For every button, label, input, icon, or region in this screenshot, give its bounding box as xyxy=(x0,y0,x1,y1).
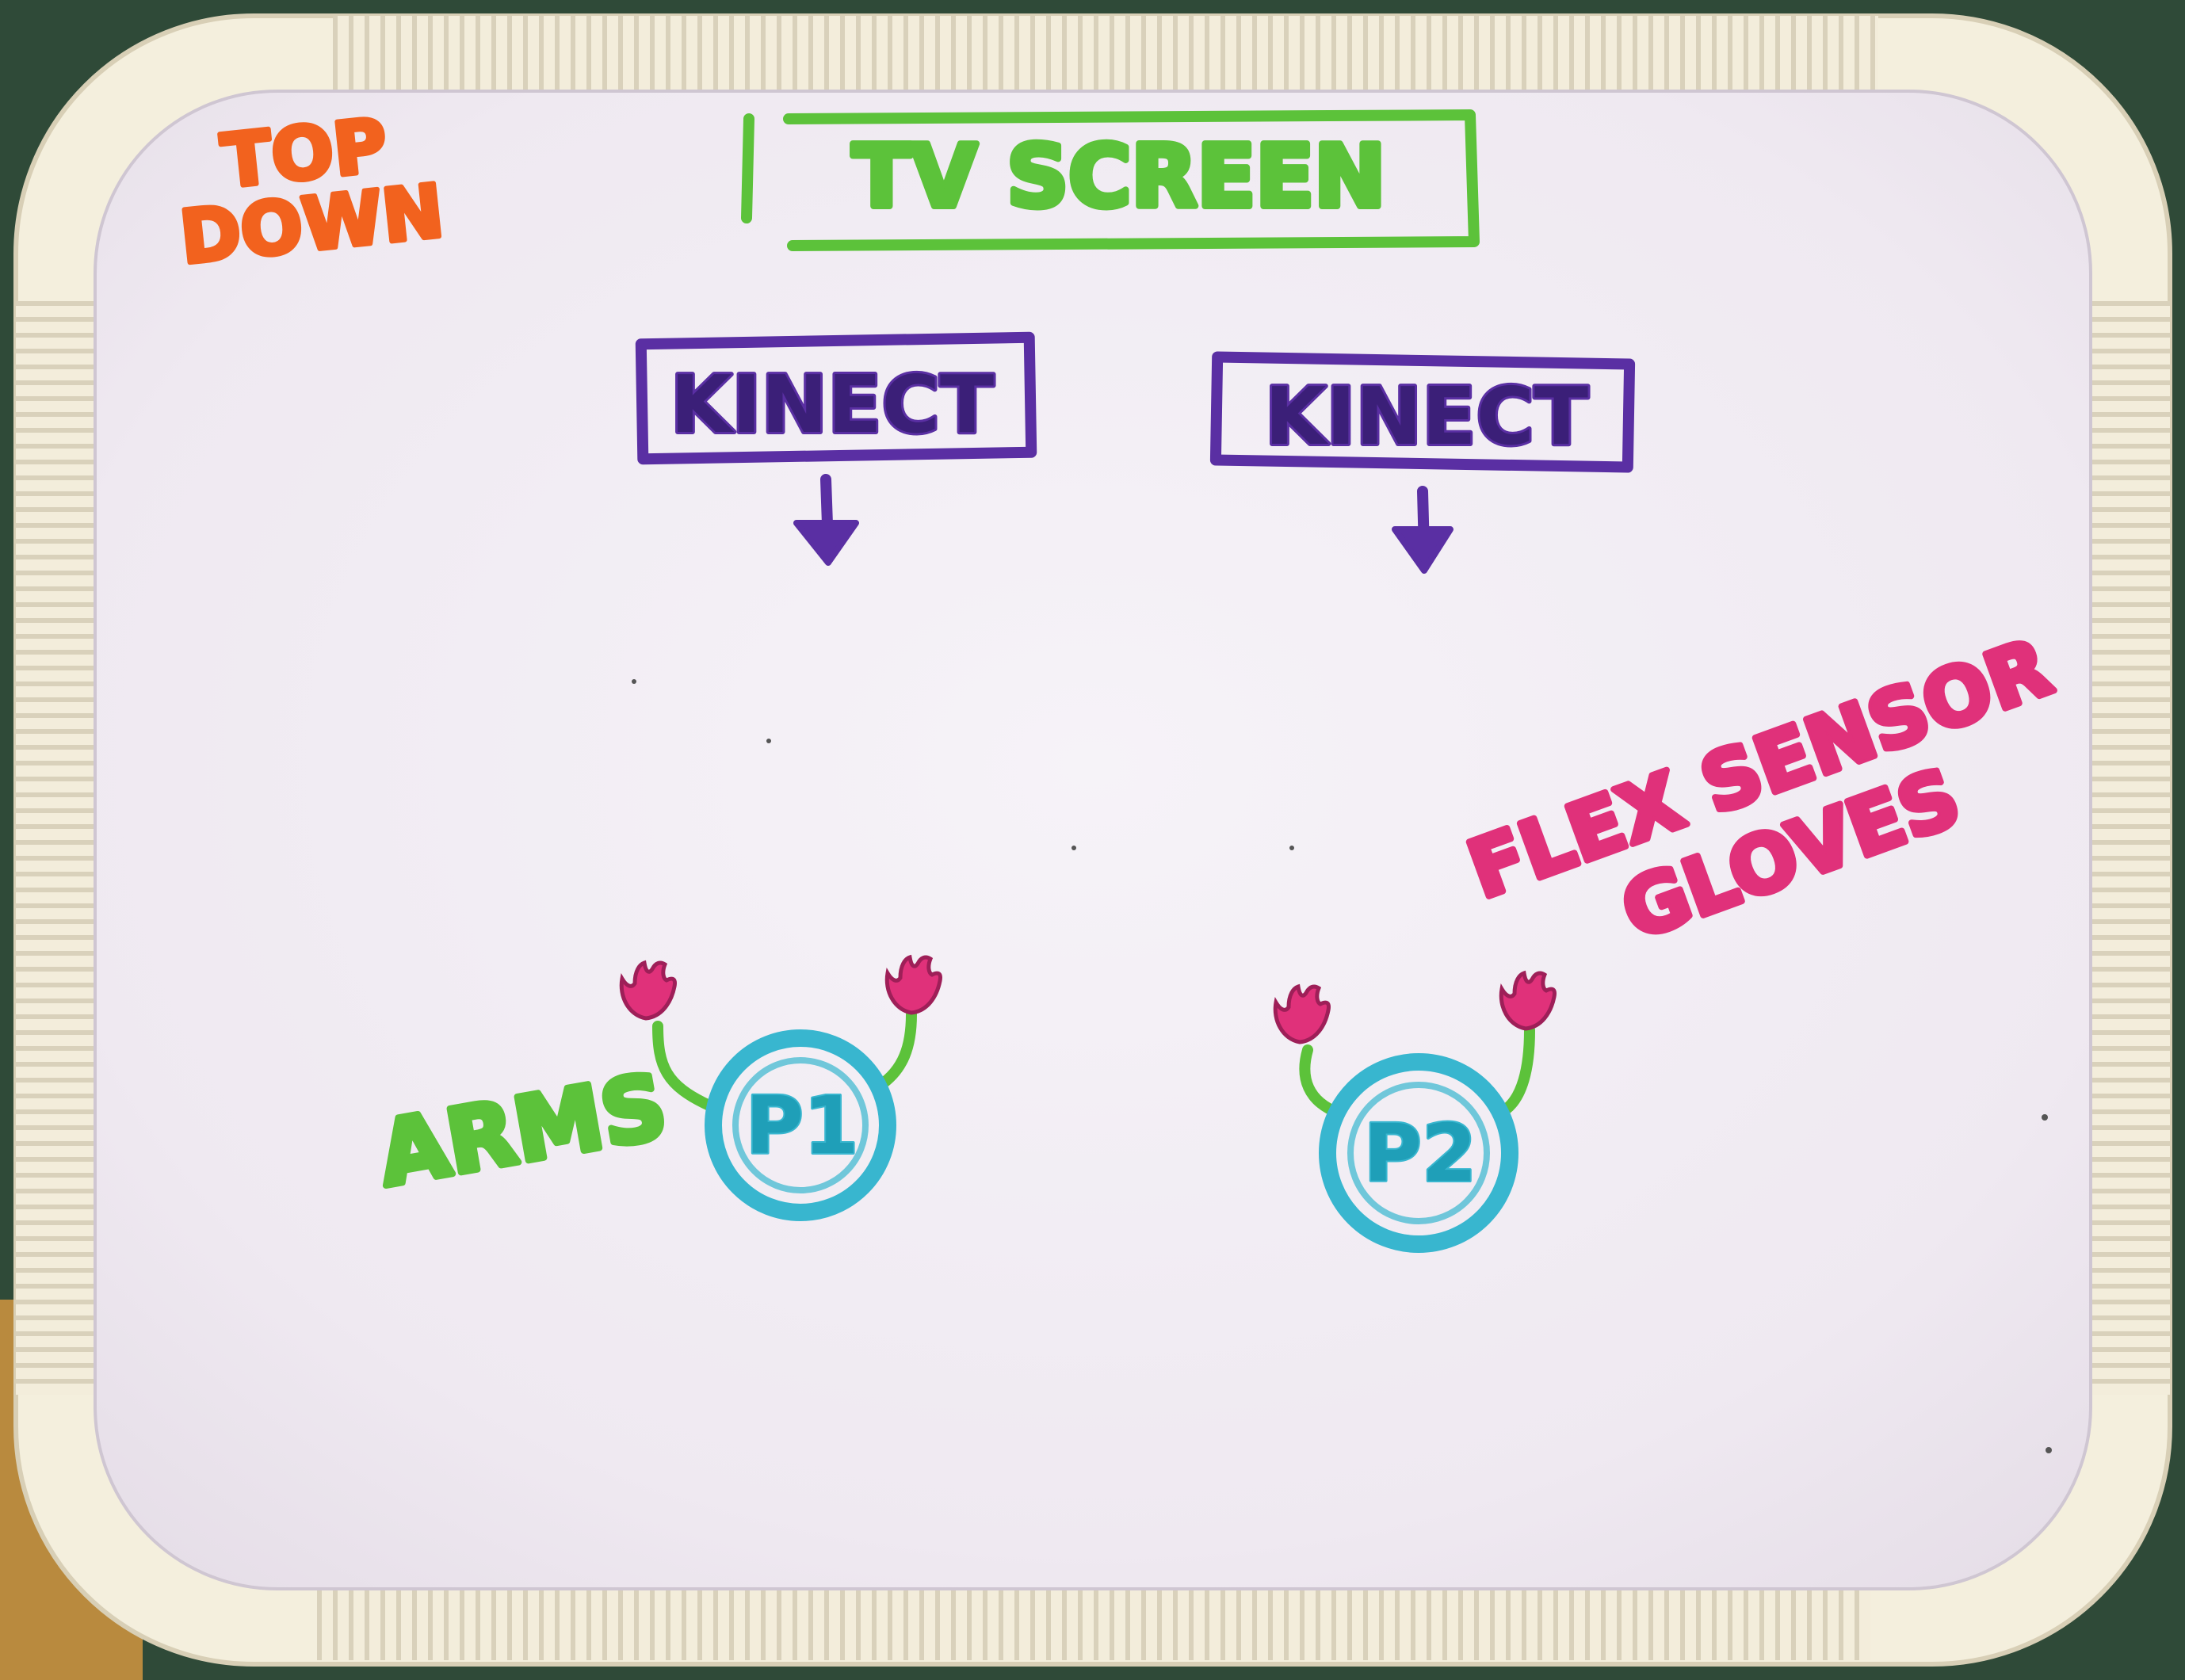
frame-ribs-bottom xyxy=(317,1585,1870,1660)
tv-screen-label: TV SCREEN xyxy=(853,128,1386,227)
kinect-right-box xyxy=(1209,351,1636,473)
player-1-left-arm xyxy=(652,1021,715,1111)
kinect-right: KINECT xyxy=(1209,351,1636,574)
note-text-line: TOP xyxy=(218,103,391,204)
board-specks xyxy=(632,679,2052,1453)
tv-screen: TV SCREEN xyxy=(741,109,1480,251)
down-arrow-icon xyxy=(793,474,859,566)
player-1: P1 xyxy=(621,957,940,1221)
tv-screen-box xyxy=(783,109,1480,251)
kinect-left-box xyxy=(635,331,1037,465)
player-2-right-arm xyxy=(1500,1025,1535,1115)
player-1-right-arm xyxy=(874,1009,917,1091)
down-arrow-icon xyxy=(1392,486,1453,574)
player-2: P2 xyxy=(1275,973,1554,1253)
kinect-right-label: KINECT xyxy=(1265,370,1588,463)
kinect-left: KINECT xyxy=(635,331,1037,566)
player-1-label: P1 xyxy=(746,1079,859,1172)
player-2-head xyxy=(1319,1053,1518,1253)
tv-screen-box-left xyxy=(741,113,754,223)
frame-ribs-left xyxy=(16,301,95,1395)
player-2-label: P2 xyxy=(1364,1107,1477,1200)
player-1-head xyxy=(705,1029,896,1221)
frame-ribs-top xyxy=(333,16,1878,91)
kinect-left-label: KINECT xyxy=(670,358,994,451)
frame-ribs-right xyxy=(2091,301,2170,1395)
